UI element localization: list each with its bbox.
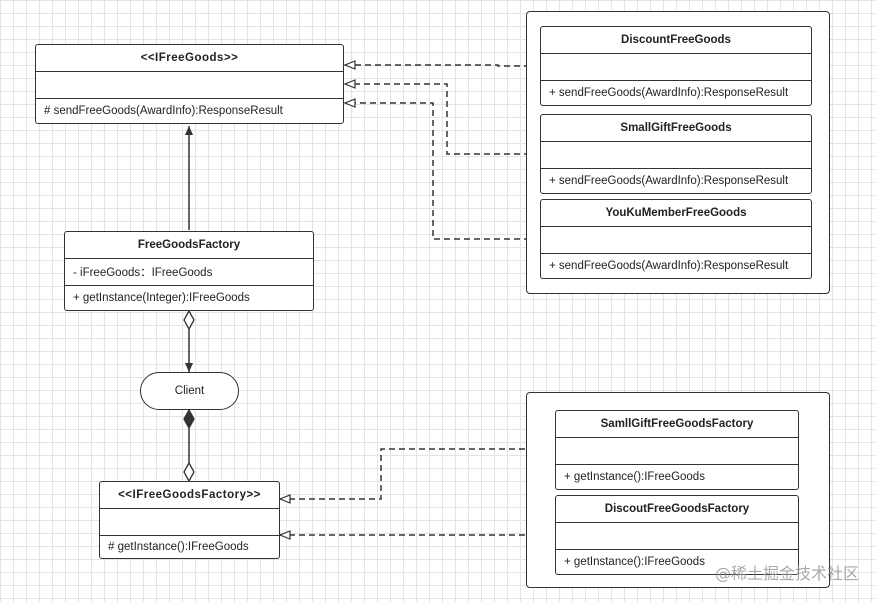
discount-freegoods-attributes — [541, 54, 811, 81]
youku-member-freegoods-method: + sendFreeGoods(AwardInfo):ResponseResul… — [549, 260, 789, 272]
ifreegoods-factory-interface[interactable]: <<IFreeGoodsFactory>> # getInstance():IF… — [99, 481, 280, 559]
ifreegoods-interface-attributes — [36, 72, 343, 99]
discount-freegoods-class[interactable]: DiscountFreeGoods + sendFreeGoods(AwardI… — [540, 26, 812, 106]
samllgift-freegoods-factory-class[interactable]: SamllGiftFreeGoodsFactory + getInstance(… — [555, 410, 799, 490]
discount-freegoods-name: DiscountFreeGoods — [541, 27, 811, 54]
freegoods-factory-name: FreeGoodsFactory — [65, 232, 313, 259]
ifreegoods-factory-interface-attributes — [100, 509, 279, 536]
realization-discount-freegoods — [345, 65, 540, 66]
ifreegoods-factory-interface-name: <<IFreeGoodsFactory>> — [100, 482, 279, 509]
ifreegoods-factory-interface-method: # getInstance():IFreeGoods — [108, 541, 249, 553]
youku-member-freegoods-name: YouKuMemberFreeGoods — [541, 200, 811, 227]
samllgift-freegoods-factory-name: SamllGiftFreeGoodsFactory — [556, 411, 798, 438]
aggregation-diamond-factory — [183, 309, 195, 331]
aggregation-diamond-ifactory — [183, 461, 195, 483]
youku-member-freegoods-attributes — [541, 227, 811, 254]
realization-youku-freegoods — [345, 103, 540, 240]
discout-freegoods-factory-name: DiscoutFreeGoodsFactory — [556, 496, 798, 523]
freegoods-factory-attribute: - iFreeGoods：IFreeGoods — [65, 259, 313, 286]
watermark-text: @稀土掘金技术社区 — [714, 564, 859, 583]
samllgift-freegoods-factory-attributes — [556, 438, 798, 465]
client-label: Client — [174, 385, 205, 397]
discout-freegoods-factory-class[interactable]: DiscoutFreeGoodsFactory + getInstance():… — [555, 495, 799, 575]
composition-diamond-client — [183, 408, 195, 430]
smallgift-freegoods-class[interactable]: SmallGiftFreeGoods + sendFreeGoods(Award… — [540, 114, 812, 194]
ifreegoods-interface[interactable]: <<IFreeGoods>> # sendFreeGoods(AwardInfo… — [35, 44, 344, 124]
client-node[interactable]: Client — [140, 372, 239, 410]
freegoods-factory-method: + getInstance(Integer):IFreeGoods — [73, 292, 250, 304]
smallgift-freegoods-method: + sendFreeGoods(AwardInfo):ResponseResul… — [549, 175, 789, 187]
discout-freegoods-factory-attributes — [556, 523, 798, 550]
discount-freegoods-method: + sendFreeGoods(AwardInfo):ResponseResul… — [549, 87, 789, 99]
smallgift-freegoods-attributes — [541, 142, 811, 169]
ifreegoods-interface-name: <<IFreeGoods>> — [36, 45, 343, 72]
samllgift-freegoods-factory-method: + getInstance():IFreeGoods — [564, 471, 705, 483]
smallgift-freegoods-name: SmallGiftFreeGoods — [541, 115, 811, 142]
freegoods-factory-class[interactable]: FreeGoodsFactory - iFreeGoods：IFreeGoods… — [64, 231, 314, 311]
youku-member-freegoods-class[interactable]: YouKuMemberFreeGoods + sendFreeGoods(Awa… — [540, 199, 812, 279]
discout-freegoods-factory-method: + getInstance():IFreeGoods — [564, 556, 705, 568]
realization-samllgift-factory — [280, 448, 555, 499]
ifreegoods-interface-method: # sendFreeGoods(AwardInfo):ResponseResul… — [44, 105, 283, 117]
realization-smallgift-freegoods — [345, 84, 540, 155]
